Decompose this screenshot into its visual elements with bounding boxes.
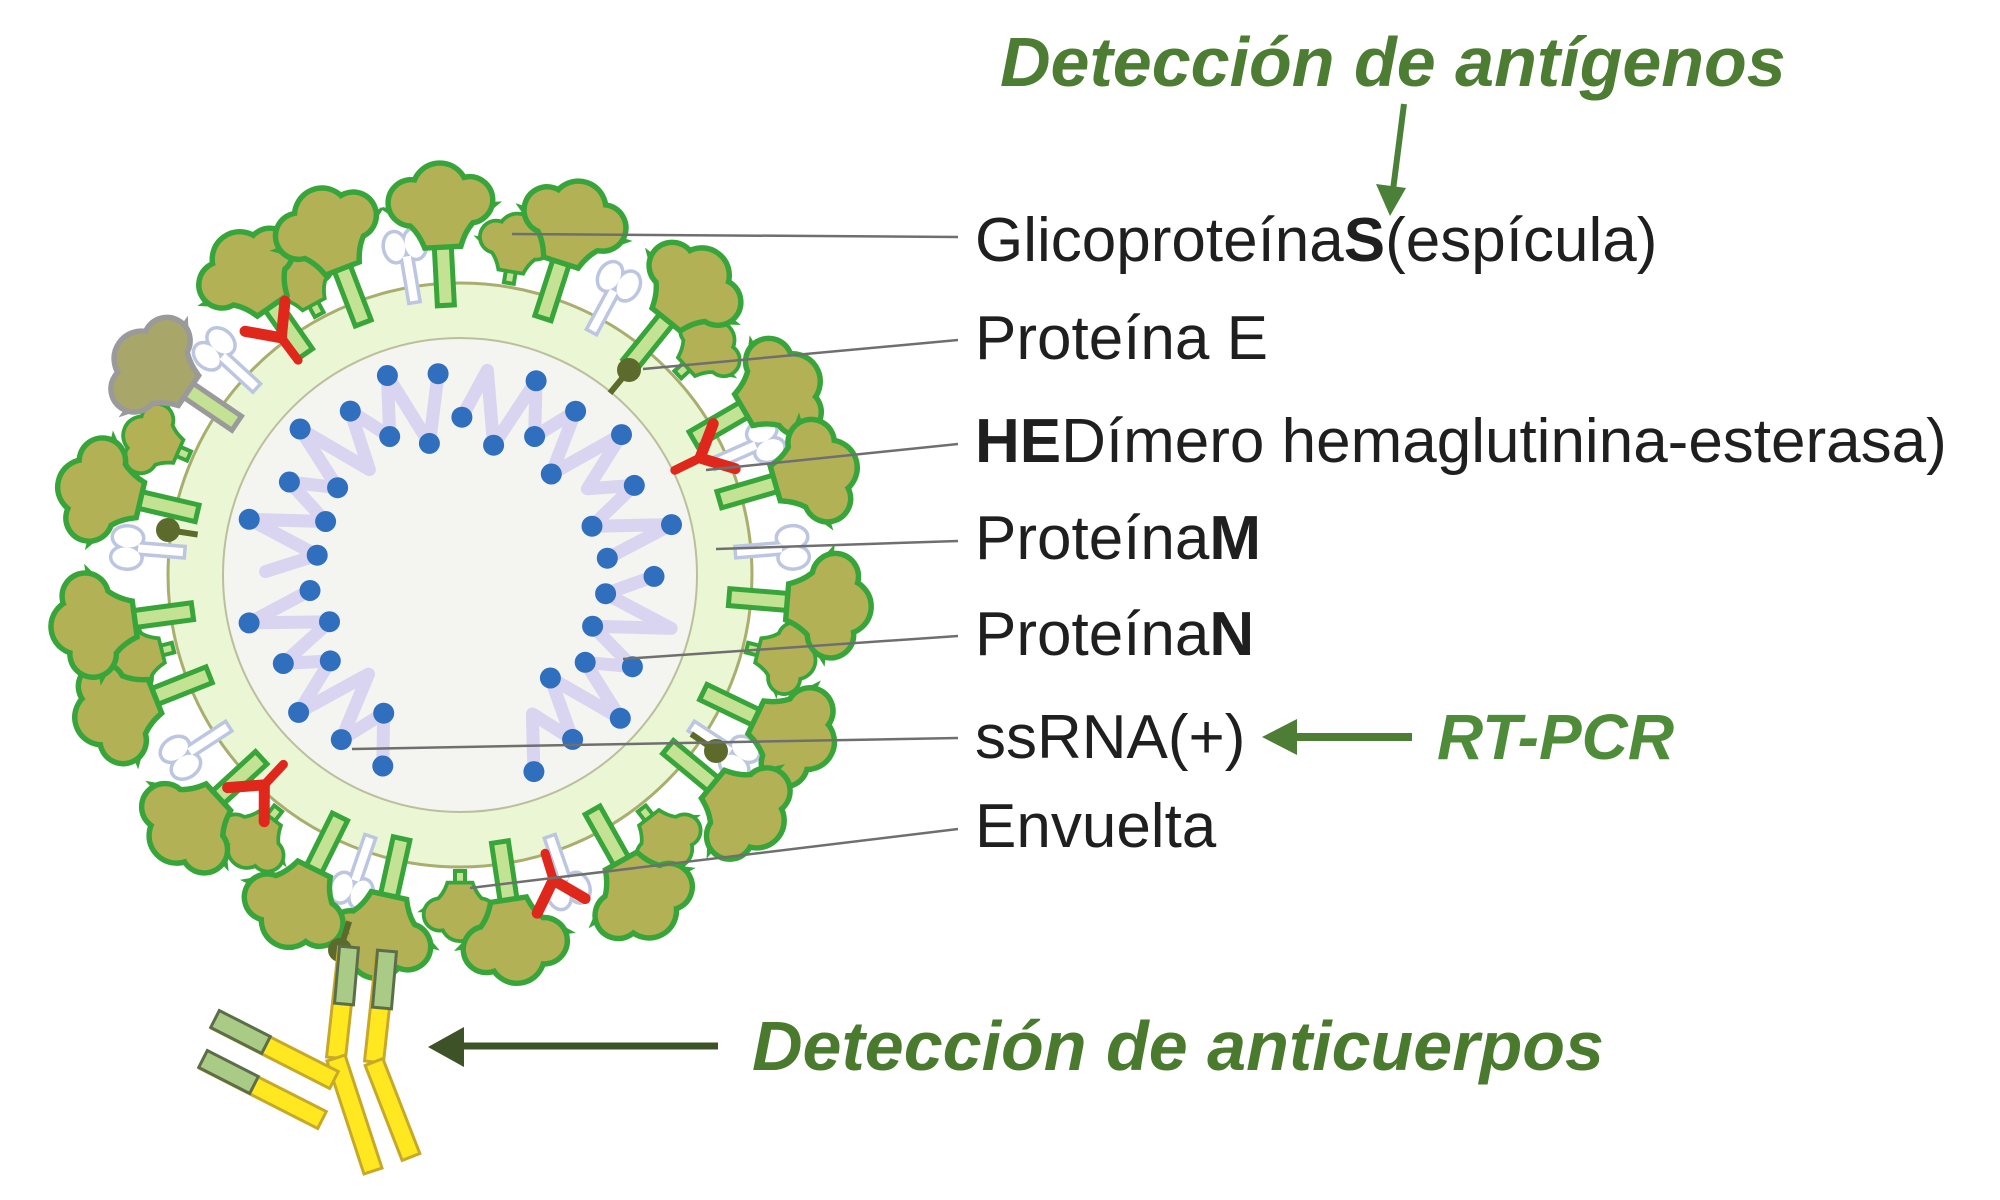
spike-glycoprotein-icon (379, 160, 503, 309)
left-arrow-rtpcr-icon (1262, 719, 1412, 755)
n-protein-dot-icon (278, 471, 300, 493)
n-protein-dot-icon (376, 365, 398, 386)
spike-glycoprotein-icon (108, 314, 245, 434)
spike-glycoprotein-icon (659, 737, 793, 862)
n-protein-dot-icon (661, 514, 682, 536)
n-protein-dot-icon (609, 707, 631, 729)
e-protein-dot-icon (156, 518, 199, 542)
spike-glycoprotein-icon (54, 430, 203, 551)
n-protein-dot-icon (565, 400, 587, 422)
label-proteina-m: Proteína M (975, 503, 1262, 573)
spike-glycoprotein-icon (269, 185, 385, 330)
m-protein-icon (108, 523, 188, 571)
label-ssrna: ssRNA(+) (975, 702, 1246, 772)
n-protein-dot-icon (621, 656, 643, 678)
n-protein-dot-icon (330, 729, 352, 751)
down-arrow-icon (1376, 103, 1407, 216)
n-protein-dot-icon (483, 434, 505, 456)
rt-pcr-caption: RT-PCR (1437, 692, 1674, 782)
n-protein-dot-icon (339, 400, 361, 422)
e-protein-dot-icon (607, 358, 641, 396)
n-protein-dot-icon (611, 424, 632, 446)
n-protein-dot-icon (418, 432, 440, 454)
leader-line (705, 442, 959, 472)
n-protein-dot-icon (562, 728, 584, 750)
n-protein-dot-icon (525, 370, 547, 392)
n-protein-dot-icon (289, 418, 311, 440)
antibody-detection-text: Detección de anticuerpos (752, 1007, 1604, 1085)
short-spike-icon (633, 802, 703, 874)
label-proteina-e: Proteína E (975, 303, 1268, 373)
spike-glycoprotein-icon (515, 178, 633, 324)
leader-line (715, 539, 959, 551)
antibody-icon (196, 944, 422, 1176)
n-protein-dot-icon (596, 547, 618, 569)
n-protein-dot-icon (427, 363, 449, 385)
n-protein-dot-icon (643, 565, 665, 587)
m-protein-icon (732, 523, 812, 571)
n-protein-dot-icon (595, 583, 617, 605)
spike-glycoprotein-icon (48, 563, 197, 686)
label-he-dimero: HE Dímero hemaglutinina-esterasa) (975, 406, 1947, 476)
n-protein-dot-icon (523, 761, 545, 783)
leader-line (511, 232, 959, 239)
n-protein-dot-icon (574, 651, 596, 673)
n-protein-dot-icon (299, 580, 321, 601)
n-protein-dot-icon (315, 511, 337, 532)
spike-glycoprotein-icon (138, 747, 271, 876)
n-protein-dot-icon (524, 426, 546, 447)
n-protein-dot-icon (319, 611, 340, 633)
he-dimer-icon (239, 295, 303, 365)
antigen-detection-caption: Detección de antígenos (1000, 22, 1786, 102)
left-arrow-antibody-icon (428, 1027, 718, 1067)
spike-glycoprotein-icon (72, 654, 216, 770)
rt-pcr-text: RT-PCR (1437, 701, 1675, 773)
n-protein-dot-icon (539, 667, 561, 689)
n-protein-dot-icon (327, 477, 349, 499)
label-envuelta: Envuelta (975, 791, 1217, 861)
n-protein-dot-icon (451, 406, 473, 428)
label-proteina-n: Proteína N (975, 599, 1255, 669)
spike-glycoprotein-icon (619, 239, 744, 374)
n-protein-dot-icon (373, 702, 395, 724)
n-protein-dot-icon (238, 612, 260, 634)
m-protein-icon (191, 326, 264, 395)
m-protein-icon (584, 259, 643, 338)
label-glicoproteina-s: Glicoproteína S (espícula) (975, 205, 1658, 275)
n-protein-dot-icon (306, 544, 328, 566)
n-protein-dot-icon (319, 650, 341, 672)
short-spike-icon (121, 400, 194, 479)
m-protein-icon (158, 718, 235, 781)
leader-line (351, 736, 959, 751)
leader-line (622, 634, 959, 661)
he-dimer-icon (222, 759, 288, 828)
leader-line (642, 338, 959, 371)
n-protein-dot-icon (238, 508, 260, 530)
n-protein-dot-icon (623, 474, 645, 496)
antigen-detection-text: Detección de antígenos (1000, 23, 1786, 101)
n-protein-dot-icon (288, 701, 310, 723)
n-protein-dot-icon (581, 515, 603, 537)
rna-ribbon (238, 363, 682, 783)
leader-line (469, 827, 959, 890)
antibody-detection-caption: Detección de anticuerpos (752, 1001, 1604, 1091)
n-protein-dot-icon (272, 653, 294, 674)
n-protein-dot-icon (379, 426, 401, 447)
n-protein-dot-icon (540, 463, 562, 485)
n-protein-dot-icon (582, 615, 604, 637)
n-protein-dot-icon (372, 755, 394, 777)
spike-glycoprotein-icon (239, 809, 351, 951)
